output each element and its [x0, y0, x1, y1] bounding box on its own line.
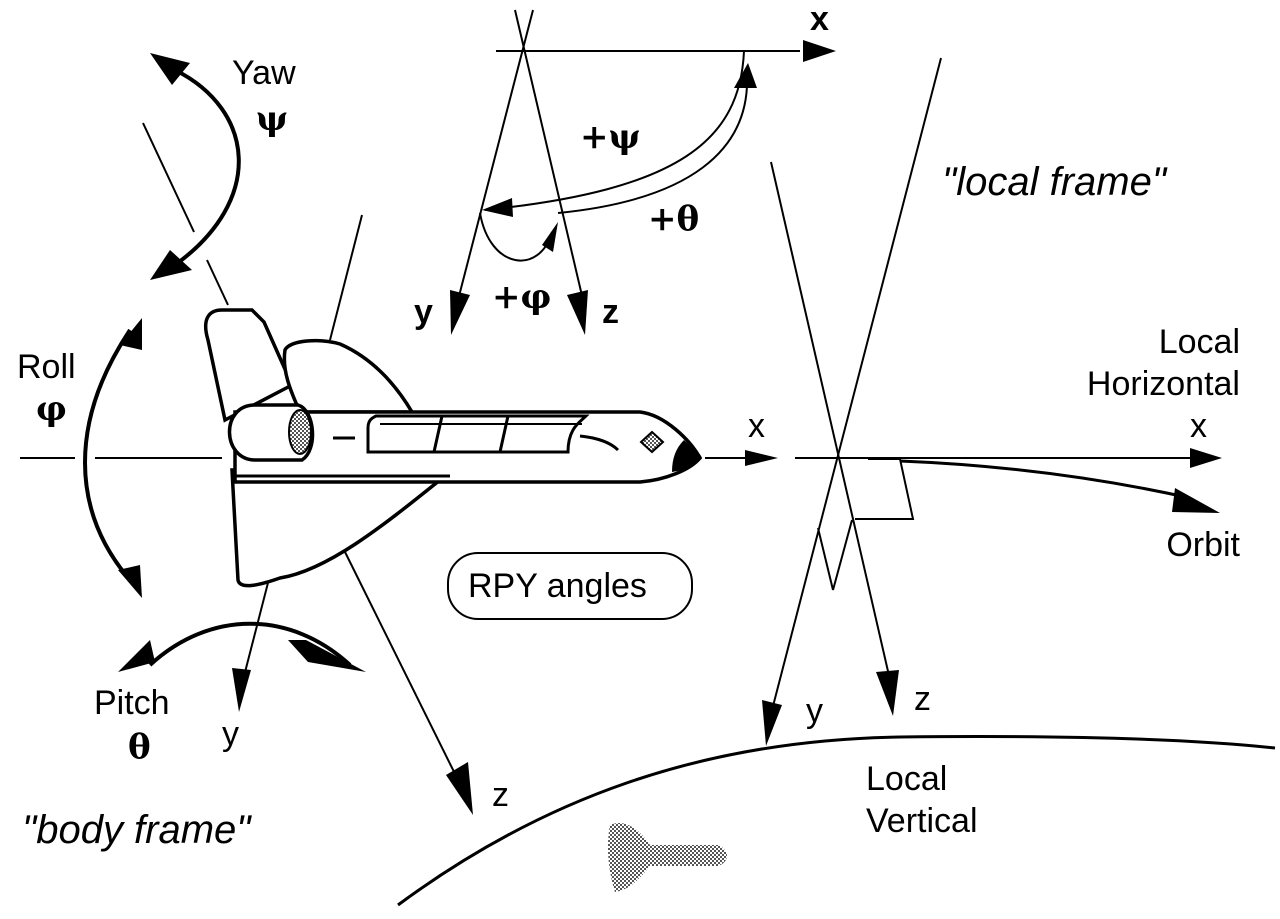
local-z-axis-line [770, 161, 891, 681]
pitch-symbol: θ [128, 727, 151, 767]
rpy-badge-label: RPY angles [468, 567, 647, 605]
roll-arc [83, 328, 132, 582]
yaw-label: Yaw [232, 54, 296, 92]
local-frame-v-right [832, 519, 853, 591]
shuttle-engine-nozzle-outline [288, 409, 312, 455]
body-z-axis-line [344, 551, 464, 791]
local-x-arrowhead [1190, 448, 1222, 468]
theta-arrowhead [734, 63, 757, 88]
body-z-label: z [492, 776, 509, 814]
local-y-label: y [806, 692, 823, 730]
roll-label: Roll [17, 348, 76, 386]
shuttle-lower-wing [230, 468, 450, 588]
inset-y-label: y [414, 293, 433, 331]
local-frame: "local frame" y z x Local Horizontal Orb… [397, 57, 1276, 907]
rotation-inset: x y z +ψ +θ +φ [414, 0, 836, 335]
phi-arc [479, 212, 553, 262]
body-frame-caption: "body frame" [22, 808, 252, 852]
inset-y-axis-line [457, 9, 534, 301]
local-y-axis-line [771, 57, 942, 711]
shuttle-engine-nozzle [289, 410, 311, 454]
psi-label: +ψ [580, 117, 641, 157]
inset-z-label: z [602, 293, 619, 331]
shuttle-payload-divider-1 [432, 415, 444, 453]
yaw-arrowhead-top [150, 53, 190, 85]
right-angle-marker [855, 458, 915, 520]
shuttle-tail-fin [203, 308, 295, 423]
shuttle-ground-shadow [607, 822, 727, 892]
roll-arrowhead-bottom [118, 565, 142, 598]
inset-x-label: x [810, 0, 829, 38]
orbit-label: Orbit [1166, 526, 1240, 564]
inset-z-axis-line [514, 9, 584, 301]
pitch-arrowhead-right [288, 640, 366, 672]
local-y-arrowhead [762, 700, 782, 746]
local-vertical-label-2: Vertical [866, 802, 978, 840]
body-z-arrowhead [446, 762, 473, 815]
pitch-label: Pitch [94, 684, 170, 722]
shuttle-cockpit-line [579, 434, 620, 452]
earth-surface-curve [397, 735, 1276, 907]
shuttle-illustration [203, 308, 703, 588]
yaw-arc [173, 68, 241, 267]
local-z-label: z [914, 680, 931, 718]
inset-y-arrowhead [450, 290, 470, 335]
local-x-label: x [1190, 407, 1207, 445]
body-x-label: x [748, 407, 765, 445]
yaw-symbol: ψ [256, 99, 288, 139]
phi-arrowhead [542, 222, 558, 252]
theta-arc [557, 74, 749, 214]
inset-z-arrowhead [567, 290, 588, 335]
body-x-arrowhead [745, 450, 778, 466]
local-vertical-label-1: Local [866, 760, 947, 798]
orbit-path [899, 459, 1191, 500]
roll-symbol: φ [36, 389, 67, 429]
phi-label: +φ [492, 277, 551, 317]
body-y-axis-line [242, 574, 271, 681]
body-y-arrowhead [232, 668, 251, 712]
rpy-badge-outline [447, 552, 693, 620]
roll-arrowhead-top [120, 318, 142, 350]
yaw-reference-line [142, 122, 195, 233]
pitch-arc [148, 621, 352, 667]
shuttle-nose-cap [672, 440, 702, 472]
shuttle-payload-bay [366, 414, 590, 454]
inset-x-arrowhead [803, 40, 836, 62]
local-frame-v-left [817, 527, 834, 591]
local-frame-caption: "local frame" [942, 160, 1168, 204]
shuttle-upper-wing [282, 338, 416, 414]
local-horizontal-label-2: Horizontal [1087, 365, 1240, 403]
shuttle-window-outline [639, 430, 665, 454]
rpy-angles-badge: RPY angles [447, 552, 693, 620]
local-z-arrowhead [876, 670, 899, 716]
yaw-arrowhead-bottom [150, 250, 192, 280]
shuttle-payload-divider-2 [498, 415, 510, 453]
body-z-axis-line-upper [329, 214, 363, 341]
yaw-reference-line-2 [206, 259, 229, 306]
body-frame: x z y Yaw ψ Roll φ Pitch θ "body frame" [17, 53, 778, 852]
local-horizontal-label-1: Local [1159, 323, 1240, 361]
psi-arrowhead [482, 198, 513, 217]
pitch-arrowhead-left [118, 640, 155, 672]
body-y-label: y [222, 715, 239, 753]
orbit-arrowhead [1172, 488, 1220, 513]
theta-label: +θ [648, 199, 699, 239]
